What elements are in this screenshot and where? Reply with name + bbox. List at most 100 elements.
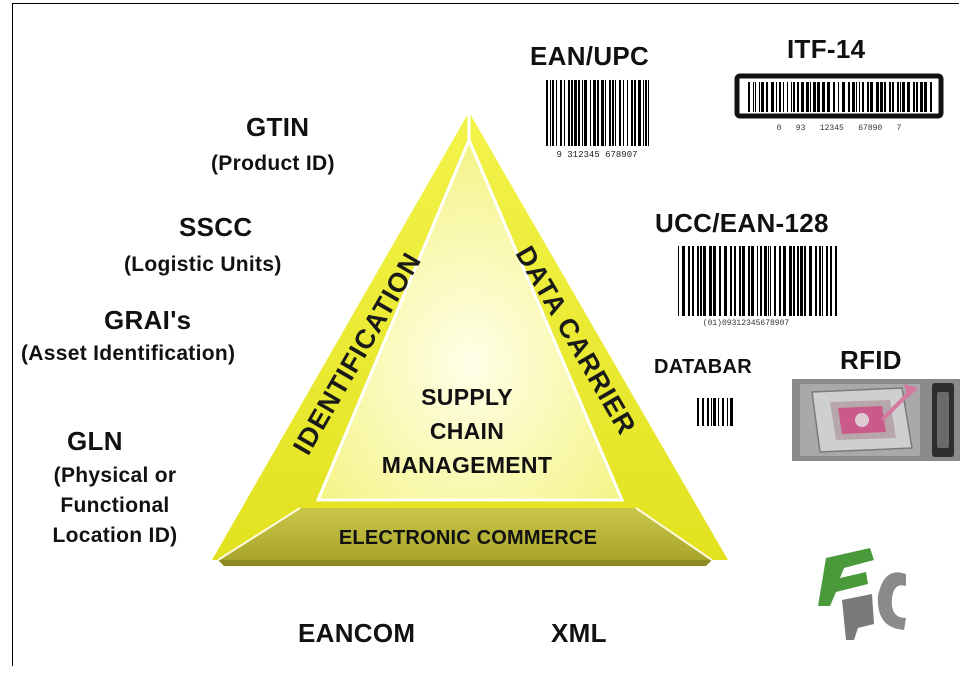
ucc-ean128-bar [757, 246, 758, 316]
ucc-ean128-bar [688, 246, 690, 316]
sscc-label: SSCC [179, 212, 253, 242]
itf14-bar [783, 82, 784, 112]
databar-bar [727, 398, 728, 426]
ucc-ean128-bar [800, 246, 803, 316]
itf14-bar [900, 82, 901, 112]
sscc-description: (Logistic Units) [124, 253, 282, 276]
gln-description-line-1: (Physical or [53, 464, 177, 487]
databar-bar [713, 398, 716, 426]
ean-upc-bar [609, 80, 611, 146]
ean-upc-bar [638, 80, 641, 146]
ucc-ean128-bar [804, 246, 806, 316]
itf14-label: ITF-14 [787, 34, 866, 64]
ucc-ean128-bar [770, 246, 771, 316]
ean-upc-bar [597, 80, 599, 146]
ean-upc-bar [564, 80, 565, 146]
ucc-ean128-bar [734, 246, 736, 316]
itf14-bar [913, 82, 915, 112]
databar-bar [718, 398, 719, 426]
itf14-bar [776, 82, 777, 112]
itf14-bar [867, 82, 869, 112]
databar-bar [702, 398, 704, 426]
ucc-ean128-bar [835, 246, 837, 316]
databar-bar [711, 398, 712, 426]
ucc-ean128-bar [682, 246, 685, 316]
ean-upc-bar [571, 80, 573, 146]
ucc-ean128-bar [739, 246, 741, 316]
gtin-label: GTIN [246, 112, 310, 142]
center-line-1: SUPPLY [421, 384, 513, 410]
ucc-ean128-bar [783, 246, 786, 316]
ucc-ean128-bar [830, 246, 832, 316]
ucc-ean128-bar [789, 246, 792, 316]
itf14-bar [797, 82, 799, 112]
ean-upc-bar [627, 80, 628, 146]
ean-upc-bar [615, 80, 616, 146]
ucc-ean128-bar [797, 246, 799, 316]
ean-upc-bar [550, 80, 551, 146]
ucc-ean128-bar [703, 246, 706, 316]
ean-upc-label: EAN/UPC [530, 41, 650, 71]
ean-upc-bar [623, 80, 624, 146]
ucc-ean128-bar [692, 246, 694, 316]
itf14-bar [852, 82, 855, 112]
ucc-ean128-bar [719, 246, 721, 316]
itf14-bar [842, 82, 845, 112]
ucc-ean128-barcode: (01)09312345678907 [678, 246, 837, 328]
triangle-inner [315, 136, 625, 502]
ucc-ean128-bar [724, 246, 727, 316]
center-line-3: MANAGEMENT [381, 452, 553, 478]
itf14-bar [924, 82, 927, 112]
commerce-band-shadow [218, 560, 712, 566]
ucc-ean128-bar [697, 246, 699, 316]
itf14-bar [759, 82, 760, 112]
ucc-ean128-bar [709, 246, 712, 316]
grai-label: GRAI's [104, 305, 192, 335]
itf14-bar [810, 82, 811, 112]
itf14-bar [817, 82, 820, 112]
gln-description-line-2: Functional [60, 494, 170, 517]
databar-bar [697, 398, 699, 426]
ean-upc-bar [556, 80, 557, 146]
itf14-bar [884, 82, 886, 112]
ucc-ean128-bar [768, 246, 769, 316]
itf14-bar [902, 82, 905, 112]
itf14-bar [755, 82, 756, 112]
itf14-bar [827, 82, 830, 112]
itf14-bar [753, 82, 754, 112]
itf14-bar [793, 82, 795, 112]
itf14-bar [806, 82, 809, 112]
ucc-ean128-bar [779, 246, 781, 316]
ean-upc-bar [578, 80, 580, 146]
electronic-commerce-label: ELECTRONIC COMMERCE [338, 527, 598, 549]
itf14-bar [920, 82, 923, 112]
rfid-image [792, 379, 960, 461]
gln-description: (Physical or Functional Location ID) [20, 461, 210, 551]
grai-description: (Asset Identification) [21, 342, 236, 365]
ucc-ean128-bar [819, 246, 821, 316]
ean-upc-digits: 9 312345 678907 [556, 150, 637, 160]
itf14-bar [791, 82, 792, 112]
ean-upc-bar [643, 80, 644, 146]
ean-upc-bar [568, 80, 570, 146]
ucc-ean128-bar [822, 246, 823, 316]
gln-label: GLN [67, 426, 123, 456]
ean-upc-bar [574, 80, 577, 146]
ucc-ean128-digits: (01)09312345678907 [703, 319, 790, 328]
ean-upc-bar [645, 80, 647, 146]
ean-upc-bar [552, 80, 554, 146]
itf14-bar [870, 82, 873, 112]
ean-upc-bar [648, 80, 649, 146]
commerce-band [218, 508, 712, 560]
ucc-ean128-bar [742, 246, 745, 316]
ucc-ean128-bar [826, 246, 828, 316]
itf14-bar [916, 82, 918, 112]
ean-upc-bar [619, 80, 621, 146]
itf14-bar [848, 82, 850, 112]
ucc-ean128-bar [713, 246, 716, 316]
itf14-bar [859, 82, 860, 112]
diagram-frame [12, 3, 959, 666]
itf14-bar [771, 82, 774, 112]
itf14-bar [833, 82, 835, 112]
